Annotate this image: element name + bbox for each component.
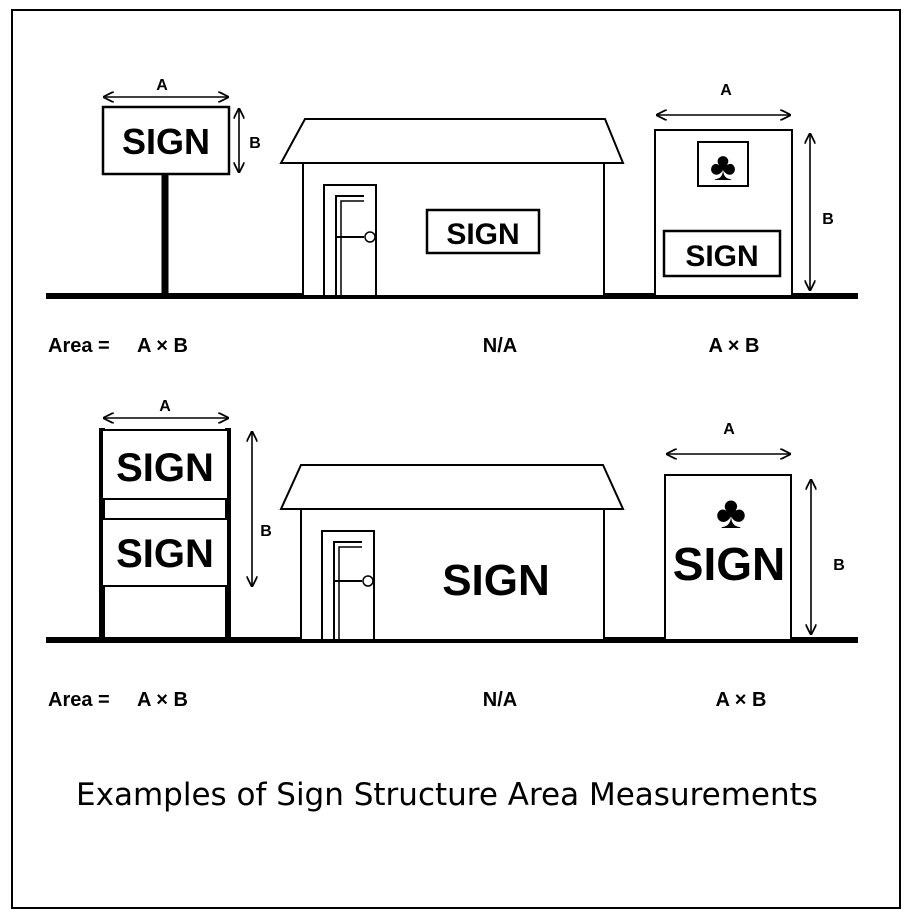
- door-panel: [335, 195, 364, 296]
- dimension-a-label: A: [156, 77, 168, 94]
- door-knob: [362, 575, 374, 587]
- area-label: Area =: [48, 335, 110, 357]
- monument-sign-2: ♣ SIGN A B: [664, 421, 845, 641]
- monument-sign-label: SIGN: [685, 240, 758, 273]
- na-house-sign: N/A: [483, 335, 517, 357]
- dimension-b-label: B: [260, 523, 272, 540]
- wall-sign-panel: [425, 208, 541, 255]
- lower-sign-panel: [101, 518, 229, 587]
- upper-sign-label: SIGN: [116, 446, 214, 490]
- painted-sign-label: SIGN: [442, 556, 550, 605]
- formula-double-sign: A × B: [137, 689, 188, 711]
- monument-sign-label: SIGN: [673, 538, 785, 590]
- club-icon: ♣: [716, 486, 746, 538]
- club-icon: ♣: [710, 145, 736, 189]
- door-panel-inner: [340, 200, 364, 296]
- club-box: [697, 141, 749, 187]
- sign-label: SIGN: [122, 121, 210, 162]
- dimension-a-label: A: [159, 398, 171, 415]
- upper-sign-panel: [101, 429, 229, 500]
- monument-body: [664, 474, 792, 641]
- house-roof: [279, 464, 625, 510]
- door-panel: [333, 541, 362, 640]
- double-panel-sign: SIGN SIGN A B: [99, 398, 272, 640]
- monument-sign-panel: [662, 229, 782, 278]
- house-with-wall-sign: SIGN: [279, 118, 625, 297]
- lower-sign-label: SIGN: [116, 532, 214, 576]
- wall-sign-label: SIGN: [446, 218, 519, 251]
- na-house-sign: N/A: [483, 689, 517, 711]
- dimension-b-label: B: [249, 135, 261, 152]
- formula-monument-sign: A × B: [709, 335, 760, 357]
- formula-pole-sign: A × B: [137, 335, 188, 357]
- sign-panel: [101, 105, 231, 176]
- formula-monument-sign: A × B: [716, 689, 767, 711]
- dimension-b-label: B: [833, 557, 845, 574]
- door-knob: [364, 231, 376, 243]
- door-panel-inner: [338, 546, 362, 640]
- dimension-a-label: A: [720, 82, 732, 99]
- house-roof: [279, 118, 625, 164]
- area-label: Area =: [48, 689, 110, 711]
- dimension-b-label: B: [822, 211, 834, 228]
- monument-sign: ♣ SIGN A B: [654, 82, 834, 297]
- dimension-a-label: A: [723, 421, 735, 438]
- house-with-painted-sign: SIGN: [279, 464, 625, 641]
- diagram-caption: Examples of Sign Structure Area Measurem…: [76, 777, 818, 813]
- pole-sign: SIGN A B: [101, 77, 261, 296]
